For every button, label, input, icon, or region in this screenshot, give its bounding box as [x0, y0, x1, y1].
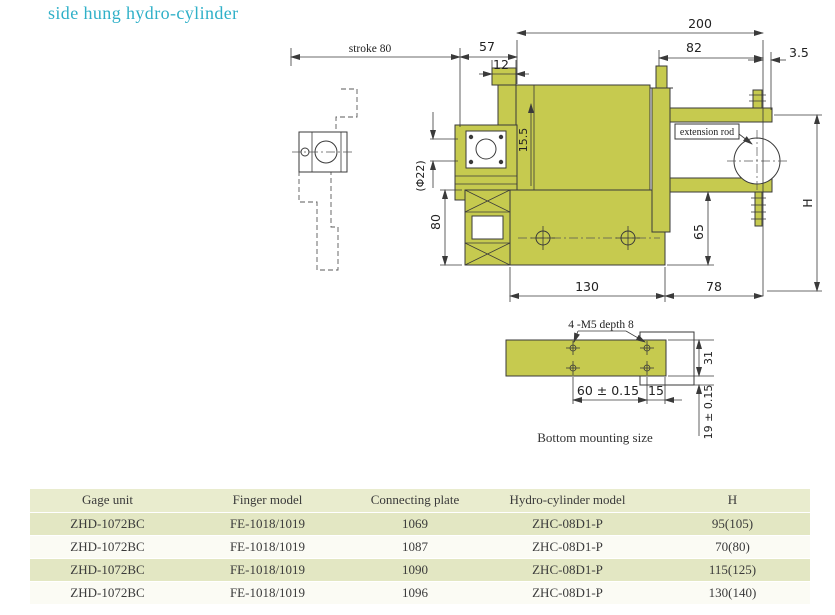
header-hydro-cylinder-model: Hydro-cylinder model [480, 489, 655, 513]
dim-60-label: 60 ± 0.15 [577, 383, 639, 398]
page-title: side hung hydro-cylinder [48, 3, 239, 23]
adjust-screw-top [752, 89, 763, 109]
cell-gage-unit: ZHD-1072BC [30, 558, 185, 582]
cell-h: 70(80) [655, 535, 810, 559]
table-row: ZHD-1072BC FE-1018/1019 1096 ZHC-08D1-P … [30, 581, 810, 605]
cell-connecting-plate: 1087 [350, 535, 480, 559]
side-plate [651, 87, 671, 233]
dim-phi22-label: (Φ22) [414, 160, 427, 191]
dim-31-label: 31 [702, 351, 715, 365]
position-marker [531, 226, 555, 250]
dim-15-label: 15 [648, 383, 664, 398]
technical-drawing: extension rod stroke 80 57 200 82 3.5 [290, 16, 822, 445]
cell-hydro-cylinder-model: ZHC-08D1-P [480, 535, 655, 559]
extension-rod-callout: extension rod [674, 123, 753, 145]
bottom-view-caption: Bottom mounting size [537, 430, 653, 445]
dimensions: stroke 80 57 200 82 3.5 12 15.5 (Φ22) [290, 16, 822, 302]
table-row: ZHD-1072BC FE-1018/1019 1090 ZHC-08D1-P … [30, 558, 810, 582]
cell-connecting-plate: 1069 [350, 512, 480, 536]
cell-connecting-plate: 1090 [350, 558, 480, 582]
cell-gage-unit: ZHD-1072BC [30, 535, 185, 559]
dim-57-label: 57 [479, 39, 495, 54]
header-finger-model: Finger model [185, 489, 350, 513]
position-marker [616, 226, 640, 250]
cell-finger-model: FE-1018/1019 [185, 535, 350, 559]
cell-gage-unit: ZHD-1072BC [30, 512, 185, 536]
cell-h: 95(105) [655, 512, 810, 536]
header-h: H [655, 489, 810, 513]
main-view [454, 65, 789, 266]
dim-78-label: 78 [706, 279, 722, 294]
dim-130-label: 130 [575, 279, 599, 294]
cell-h: 115(125) [655, 558, 810, 582]
dim-3-5-label: 3.5 [789, 45, 809, 60]
upper-arm [669, 107, 773, 123]
bottom-mounting-view: 4 -M5 depth 8 31 19 ± 0.15 60 ± 0.15 15 … [505, 319, 715, 445]
holes-note: 4 -M5 depth 8 [568, 319, 634, 331]
cell-finger-model: FE-1018/1019 [185, 558, 350, 582]
dim-19-label: 19 ± 0.15 [702, 385, 715, 440]
dim-h-label: H [800, 198, 815, 207]
header-gage-unit: Gage unit [30, 489, 185, 513]
phantom-side-view [292, 88, 358, 271]
mounting-bar [505, 339, 667, 377]
base-block [509, 189, 666, 266]
dim-stroke-label: stroke 80 [349, 43, 392, 55]
table-row: ZHD-1072BC FE-1018/1019 1087 ZHC-08D1-P … [30, 535, 810, 559]
cell-hydro-cylinder-model: ZHC-08D1-P [480, 558, 655, 582]
spec-table: Gage unit Finger model Connecting plate … [30, 489, 810, 605]
dim-80-label: 80 [428, 214, 443, 230]
adjust-screw-bottom [754, 191, 763, 227]
dim-65-label: 65 [691, 224, 706, 240]
cell-finger-model: FE-1018/1019 [185, 512, 350, 536]
cell-hydro-cylinder-model: ZHC-08D1-P [480, 512, 655, 536]
dim-200-label: 200 [688, 16, 712, 31]
dim-15-5-label: 15.5 [517, 128, 530, 153]
cylinder-body [515, 84, 651, 191]
dim-82-label: 82 [686, 40, 702, 55]
cell-h: 130(140) [655, 581, 810, 605]
top-bolt [655, 65, 668, 89]
cell-connecting-plate: 1096 [350, 581, 480, 605]
dim-12-label: 12 [493, 57, 509, 72]
cell-finger-model: FE-1018/1019 [185, 581, 350, 605]
extension-rod-label: extension rod [680, 127, 734, 138]
cell-hydro-cylinder-model: ZHC-08D1-P [480, 581, 655, 605]
cell-gage-unit: ZHD-1072BC [30, 581, 185, 605]
table-row: ZHD-1072BC FE-1018/1019 1069 ZHC-08D1-P … [30, 512, 810, 536]
header-connecting-plate: Connecting plate [350, 489, 480, 513]
table-header-row: Gage unit Finger model Connecting plate … [30, 489, 810, 513]
